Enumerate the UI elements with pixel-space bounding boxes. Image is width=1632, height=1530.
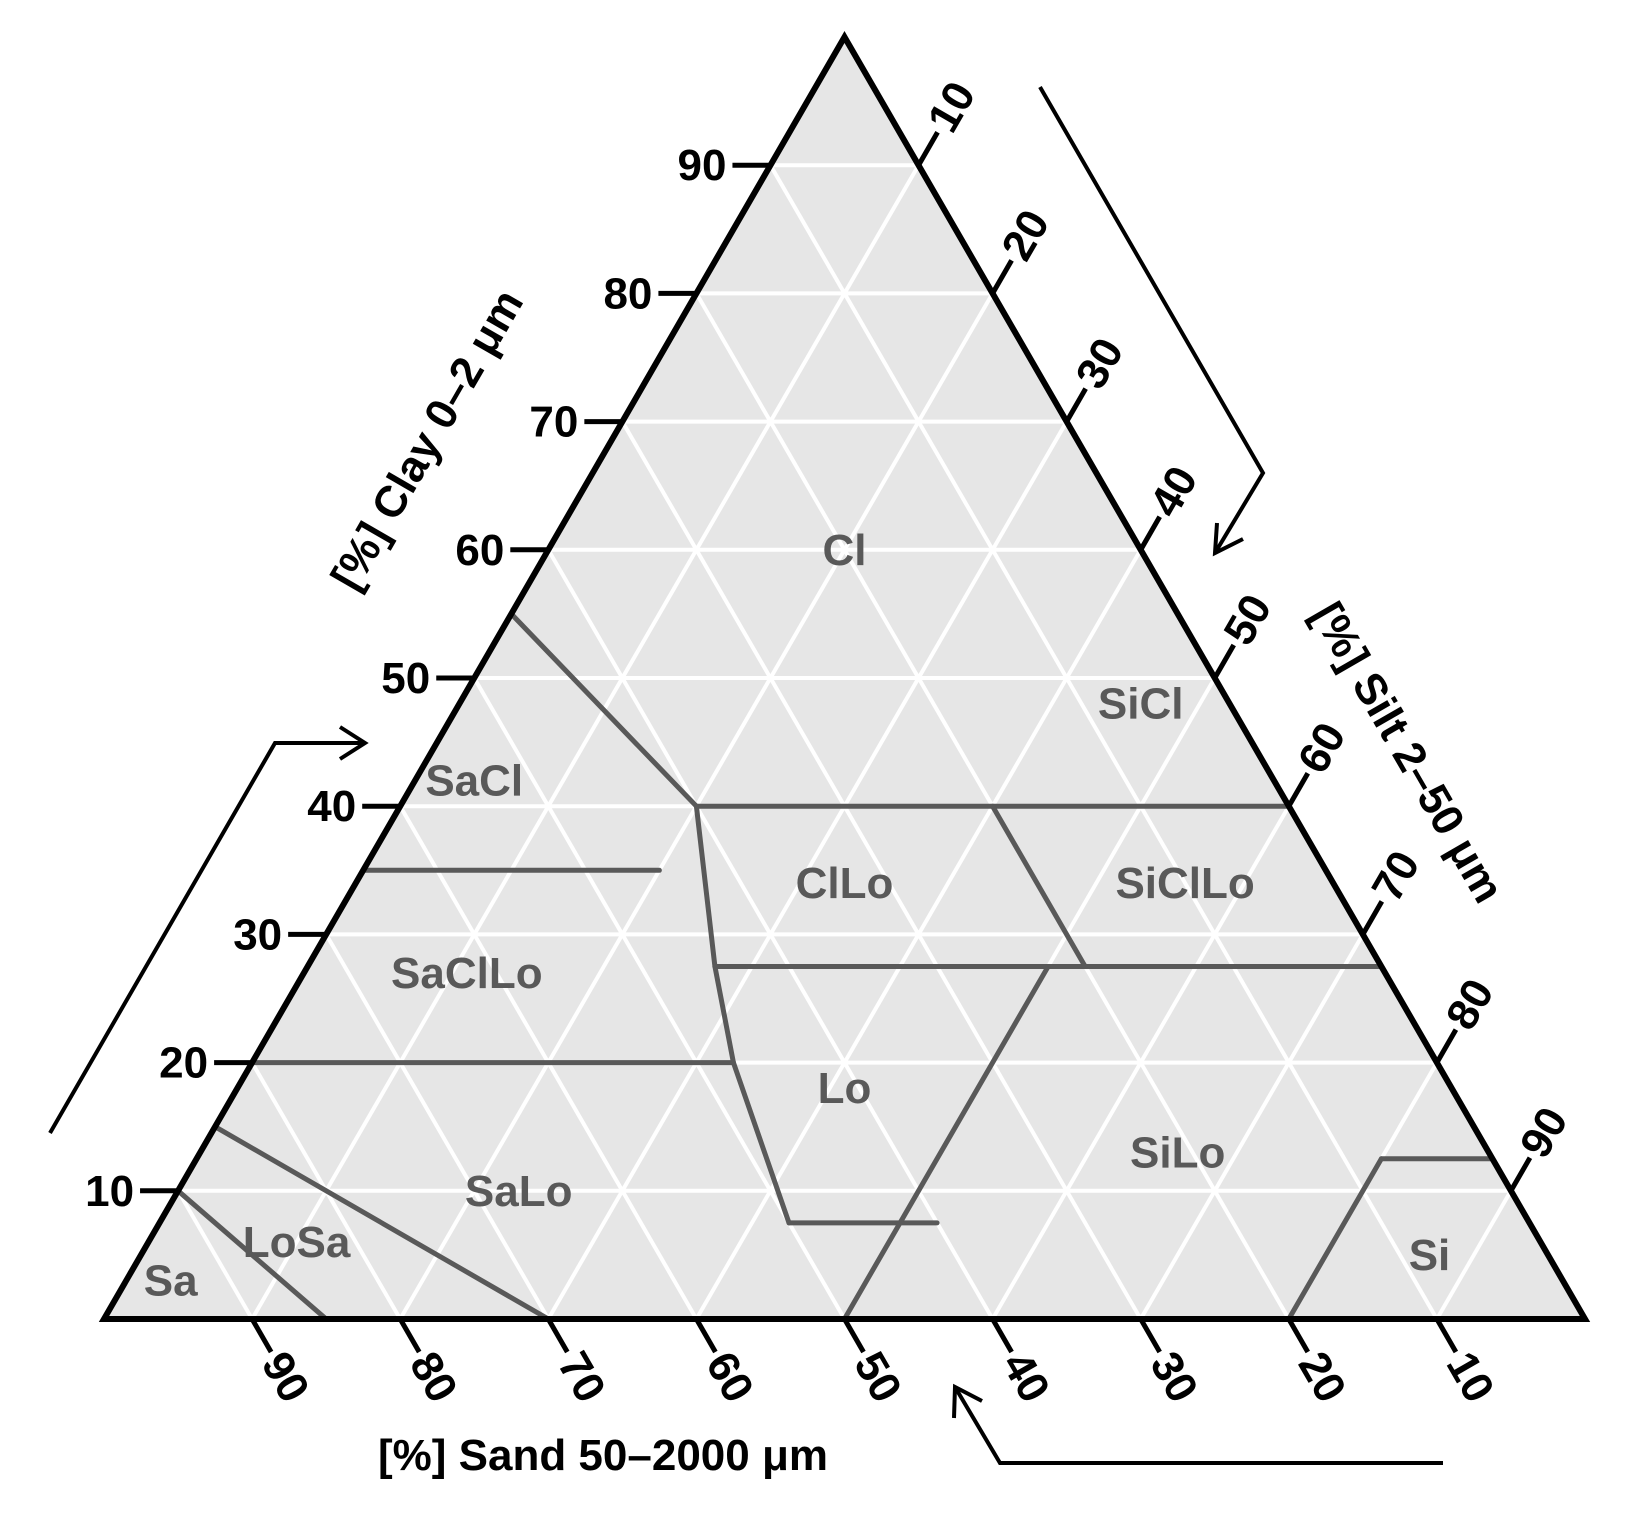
clay-tick-label: 50 [381,654,430,703]
region-label-salo: SaLo [465,1167,573,1216]
sand-tick [1286,1317,1310,1354]
sand-tick-label: 20 [1289,1344,1356,1411]
clay-tick-label: 10 [85,1167,134,1216]
silt-tick [916,130,940,167]
silt-tick [1360,900,1385,936]
grid-line-sand [620,420,1143,1321]
clay-tick-label: 60 [455,526,504,575]
silt-tick [990,259,1014,295]
class-boundary [990,803,1088,969]
clay-tick-label: 80 [603,269,652,318]
region-label-sacl: SaCl [425,757,523,806]
silt-tick [1138,515,1162,552]
sand-tick [398,1317,422,1354]
class-boundary [1286,1156,1384,1322]
class-boundary [508,611,699,809]
region-label-lo: Lo [818,1064,872,1113]
silt-tick-label: 40 [1140,458,1207,525]
grid-line-sand [768,164,1439,1321]
silt-tick [1508,1156,1533,1193]
grid-line-sand [176,1189,254,1321]
sand-tick [1138,1317,1162,1354]
sand-tick-label: 40 [992,1344,1059,1411]
clay-tick-label: 90 [677,141,726,190]
sand-tick-label: 10 [1437,1344,1504,1411]
silt-tick-label: 50 [1215,586,1282,653]
class-boundary [842,963,1051,1322]
silt-tick-label: 20 [992,202,1059,269]
sand-tick-label: 50 [844,1344,911,1411]
silt-tick-label: 80 [1437,971,1504,1038]
class-boundary [693,803,718,969]
sand-tick [1434,1317,1459,1354]
clay-tick-label: 70 [529,398,578,447]
region-label-sacllo: SaClLo [391,949,543,998]
sand-tick [694,1317,718,1354]
silt-tick [1064,387,1088,423]
region-label-si: Si [1409,1231,1451,1280]
silt-tick-label: 30 [1066,330,1133,397]
sand-axis-title: [%] Sand 50–2000 μm [378,1431,828,1480]
silt-tick [1434,1028,1459,1064]
silt-tick [1212,643,1236,680]
sand-tick [249,1317,274,1354]
sand-tick-label: 60 [696,1344,763,1411]
sand-tick-label: 90 [252,1344,319,1411]
sand-tick-label: 30 [1140,1344,1207,1411]
sand-tick [842,1317,866,1354]
clay-tick-label: 20 [159,1039,208,1088]
silt-tick [1286,771,1310,808]
grid-line-silt [250,164,921,1321]
silt-tick-label: 10 [918,74,985,141]
silt-tick-label: 70 [1363,843,1430,910]
region-label-silo: SiLo [1130,1128,1225,1177]
class-boundary [730,1060,792,1226]
region-label-sa: Sa [144,1257,198,1306]
region-label-cllo: ClLo [796,859,894,908]
class-boundary [712,963,736,1066]
silt-tick-label: 90 [1511,1099,1578,1166]
silt-tick-label: 60 [1289,715,1356,782]
clay-direction-arrow [48,725,369,1134]
grid-line-sand [324,933,551,1321]
sand-tick [546,1317,570,1354]
region-label-sicllo: SiClLo [1115,859,1254,908]
class-boundary [212,1124,551,1322]
sand-tick-label: 70 [548,1344,615,1411]
grid-line-silt [546,420,1069,1321]
region-label-losa: LoSa [243,1218,351,1267]
clay-tick-label: 40 [307,782,356,831]
silt-direction-arrow [1038,85,1266,557]
region-label-sicl: SiCl [1098,680,1184,729]
sand-direction-arrow [952,1383,1443,1465]
sand-tick [990,1317,1014,1354]
clay-tick-label: 30 [233,910,282,959]
sand-tick-label: 80 [400,1344,467,1411]
grid-line-silt [1435,1189,1513,1321]
grid-line-silt [1138,933,1365,1321]
class-boundary [175,1188,329,1322]
region-label-cl: Cl [823,526,867,575]
grid-line-silt [990,805,1291,1321]
